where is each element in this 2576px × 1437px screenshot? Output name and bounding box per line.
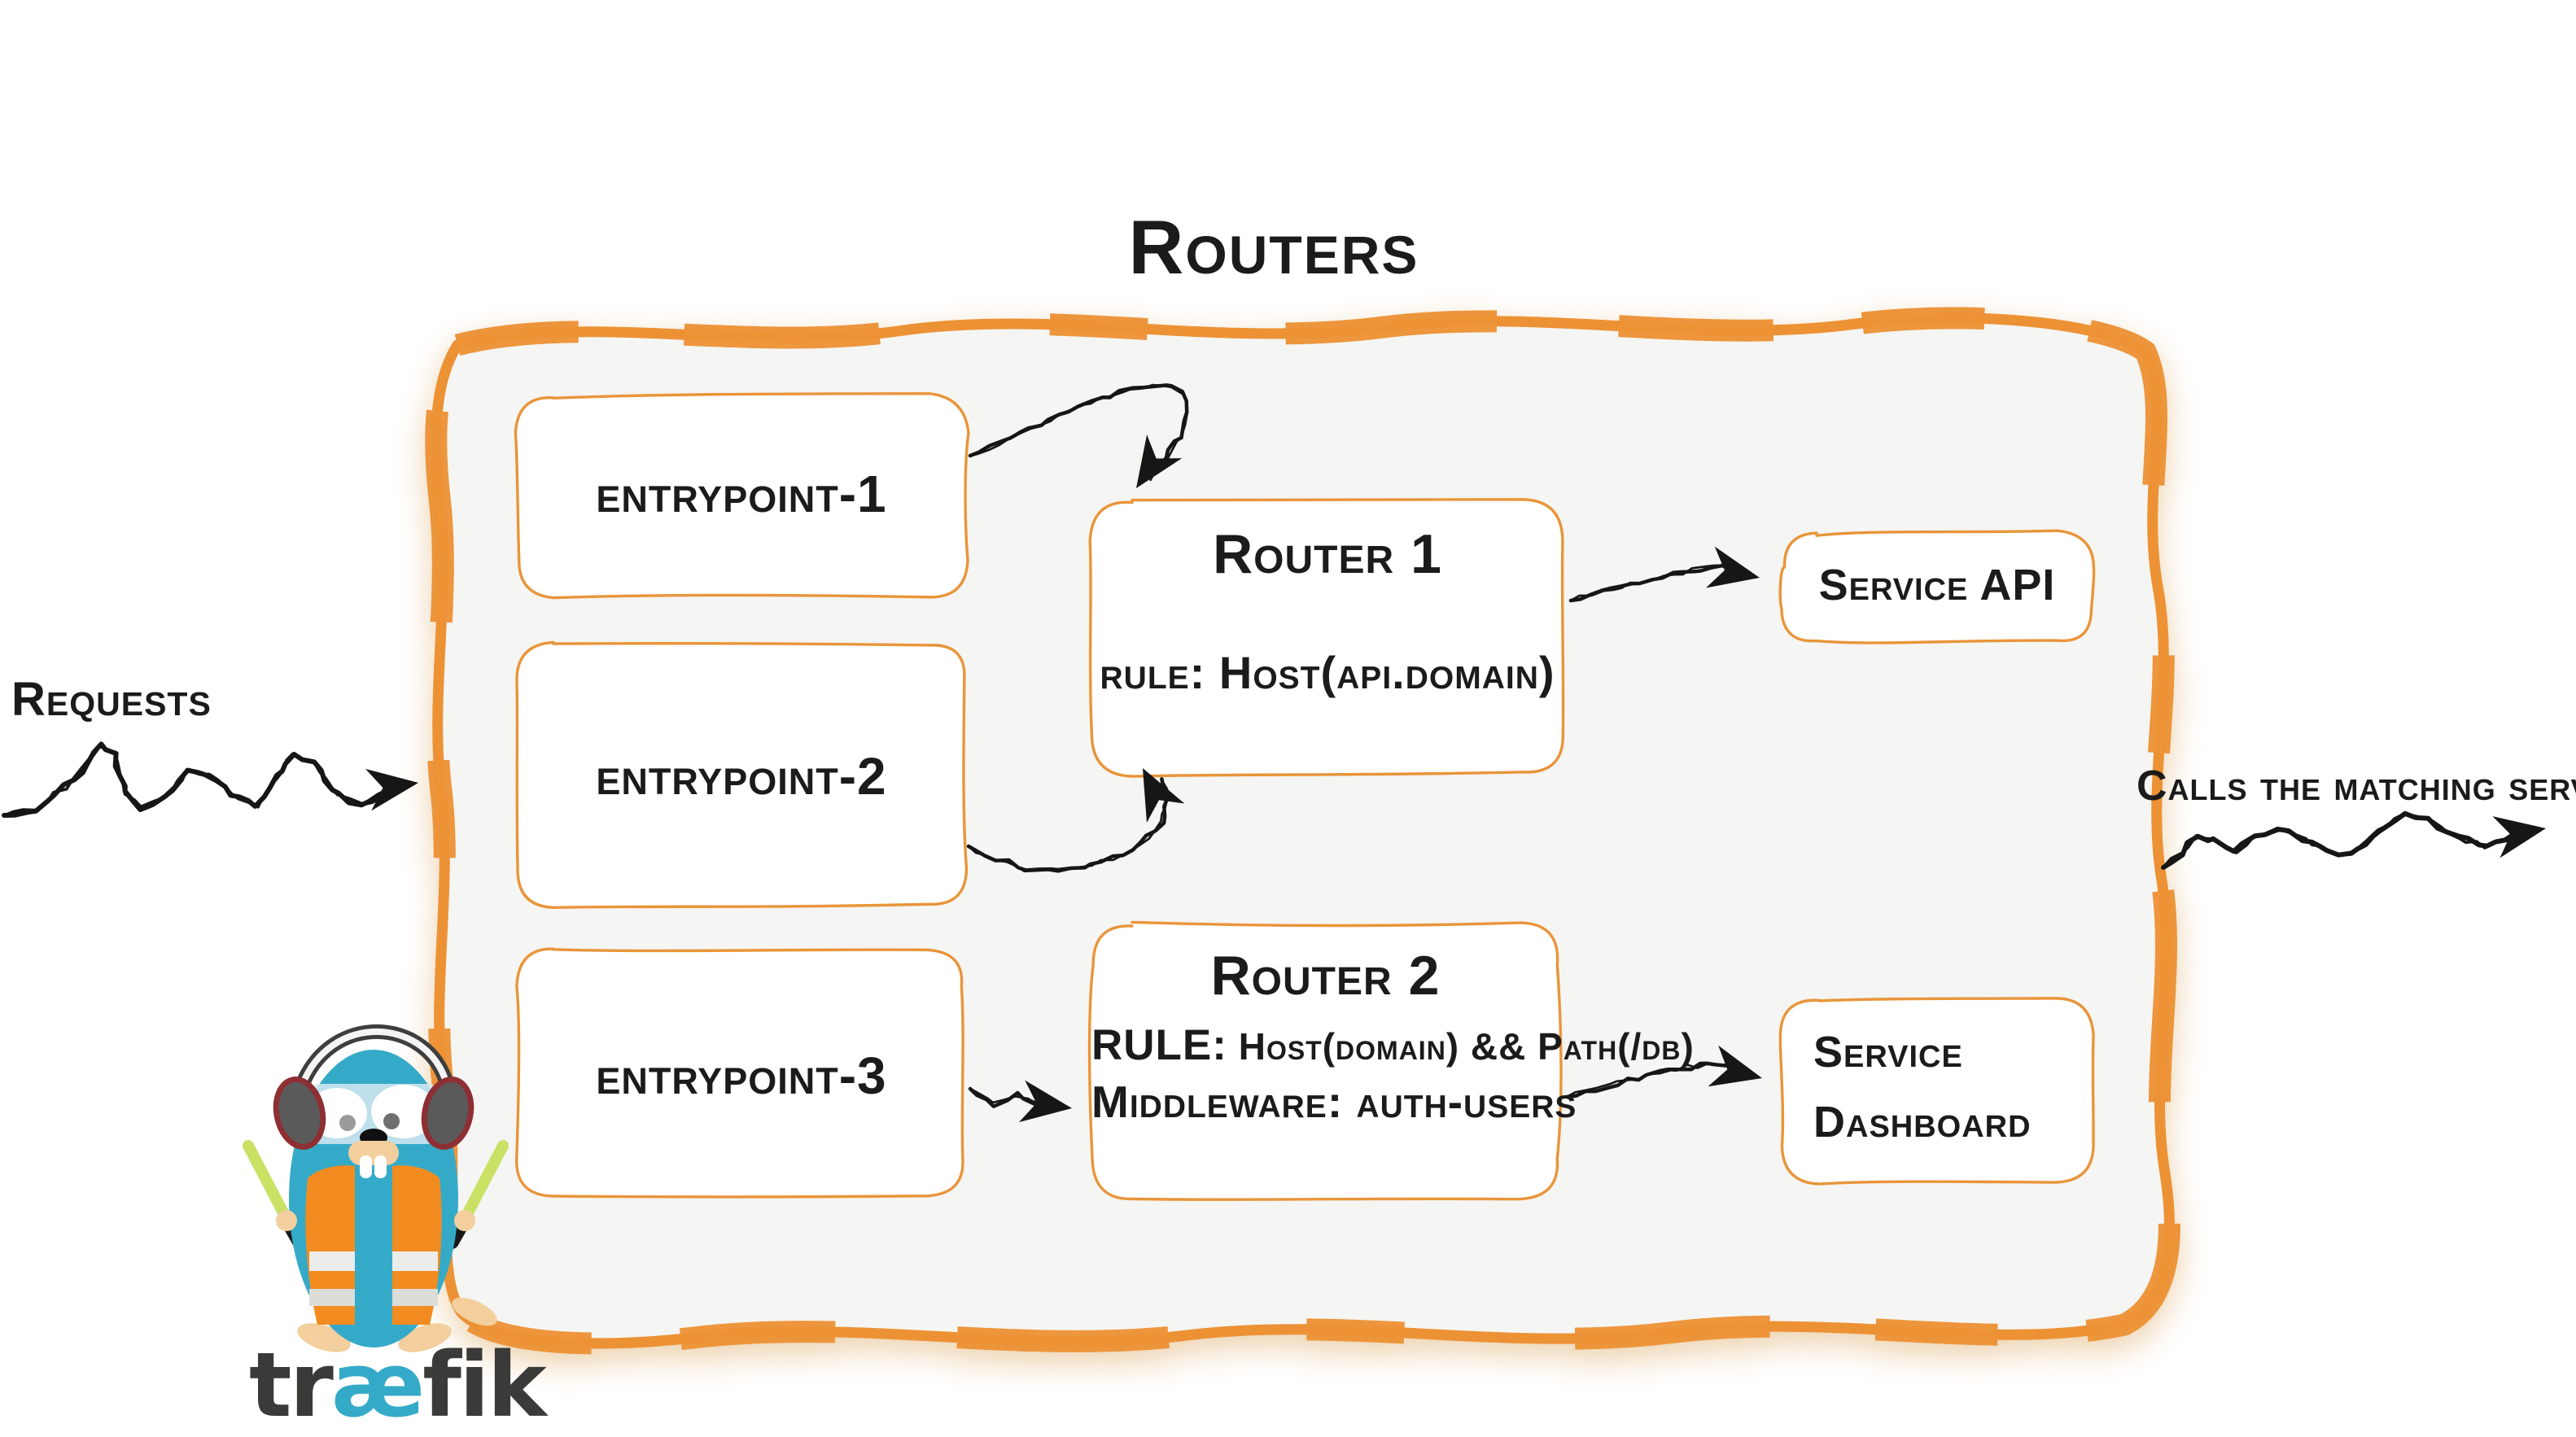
arrow-calls-out bbox=[2162, 812, 2517, 869]
router-2-rule: RULE: Host(domain) && Path(/db) bbox=[1091, 1020, 1694, 1070]
router-2-middleware: Middleware: auth-users bbox=[1091, 1076, 1576, 1128]
traefik-routers-diagram: Routers entrypoint-1 entrypoint-2 entryp… bbox=[2, 204, 2576, 1437]
gopher-hand-left bbox=[276, 1210, 297, 1231]
traefik-wordmark: træfik bbox=[249, 1333, 547, 1437]
arrow-router-2-to-service-dashboard bbox=[1565, 1063, 1743, 1098]
gopher-pupil-right bbox=[383, 1113, 400, 1129]
vest-left-panel bbox=[305, 1165, 355, 1325]
router-1-title: Router 1 bbox=[1213, 523, 1442, 585]
service-dashboard-box bbox=[1778, 997, 2095, 1186]
arrow-router-1-to-service-api bbox=[1569, 564, 1740, 602]
requests-annotation: Requests bbox=[11, 673, 212, 726]
wordmark-tr: tr bbox=[249, 1333, 334, 1437]
arrow-entrypoint-2-to-router-1 bbox=[967, 778, 1170, 873]
router-2-rule-label: RULE: bbox=[1091, 1021, 1227, 1069]
vest-stripe bbox=[309, 1289, 355, 1306]
wordmark-ae: æ bbox=[330, 1333, 425, 1437]
router-2-middleware-label: Middleware: bbox=[1091, 1077, 1344, 1127]
router-2-title: Router 2 bbox=[1210, 945, 1441, 1007]
service-api-label: Service API bbox=[1818, 561, 2056, 609]
arrow-router-2-to-service-dashboard-head bbox=[1708, 1045, 1762, 1087]
gopher-tooth bbox=[374, 1155, 387, 1178]
arrow-requests-in bbox=[2, 741, 392, 818]
router-1-rule-value: Host(api.domain) bbox=[1218, 647, 1555, 698]
traefik-gopher-mascot bbox=[243, 1024, 509, 1352]
calls-matching-server-annotation: Calls the matching server bbox=[2136, 762, 2576, 810]
router-1-rule: rule: Host(api.domain) bbox=[1091, 646, 1564, 699]
light-baton-left bbox=[243, 1140, 292, 1225]
arrow-entrypoint-1-to-router-1-head bbox=[1136, 435, 1183, 488]
page-title: Routers bbox=[1128, 204, 1419, 290]
arrow-requests-in-head bbox=[365, 768, 418, 811]
entrypoint-3-label: entrypoint-3 bbox=[596, 1046, 887, 1105]
gopher-pupil-left bbox=[339, 1115, 356, 1131]
gopher-tail bbox=[452, 1297, 497, 1326]
arrow-entrypoint-2-to-router-1-head bbox=[1143, 768, 1185, 823]
vest-stripe bbox=[309, 1251, 355, 1271]
arrow-router-1-to-service-api-head bbox=[1705, 546, 1760, 588]
arrow-entrypoint-1-to-router-1 bbox=[969, 383, 1189, 482]
router-1-box bbox=[1088, 498, 1565, 778]
light-baton-right bbox=[459, 1140, 509, 1225]
arrow-entrypoint-3-to-router-2-head bbox=[1018, 1080, 1072, 1123]
vest-stripe bbox=[392, 1289, 438, 1306]
entrypoint-1-label: entrypoint-1 bbox=[596, 465, 887, 523]
router-2-box bbox=[1087, 920, 1563, 1201]
entrypoint-2-label: entrypoint-2 bbox=[596, 747, 887, 806]
diagram-canvas bbox=[2, 307, 2546, 1355]
flow-arrows bbox=[2, 383, 2546, 1123]
wordmark-fik: fik bbox=[422, 1333, 547, 1437]
entrypoint-2-box bbox=[515, 640, 969, 909]
headphone-cup-right bbox=[421, 1077, 475, 1150]
router-1-rule-label: rule: bbox=[1100, 647, 1206, 698]
headphones-band-highlight bbox=[295, 1028, 453, 1102]
arrow-calls-out-head bbox=[2492, 816, 2546, 858]
headphone-cup-left bbox=[273, 1077, 326, 1150]
vest-stripe bbox=[392, 1251, 438, 1271]
vest-right-panel bbox=[392, 1165, 442, 1325]
gopher-hand-right bbox=[454, 1210, 475, 1231]
gopher-tooth bbox=[360, 1155, 372, 1178]
entrypoint-1-box bbox=[514, 391, 970, 600]
service-dashboard-label-line2: Dashboard bbox=[1813, 1098, 2031, 1147]
arrow-requests-in bbox=[2, 745, 391, 817]
gopher-muzzle bbox=[348, 1141, 399, 1165]
service-api-box bbox=[1778, 529, 2096, 644]
router-2-rule-value: Host(domain) && Path(/db) bbox=[1238, 1025, 1695, 1068]
router-2-middleware-value: auth-users bbox=[1356, 1077, 1577, 1127]
entrypoint-3-box bbox=[515, 947, 964, 1199]
service-dashboard-label-line1: Service bbox=[1813, 1028, 1963, 1077]
